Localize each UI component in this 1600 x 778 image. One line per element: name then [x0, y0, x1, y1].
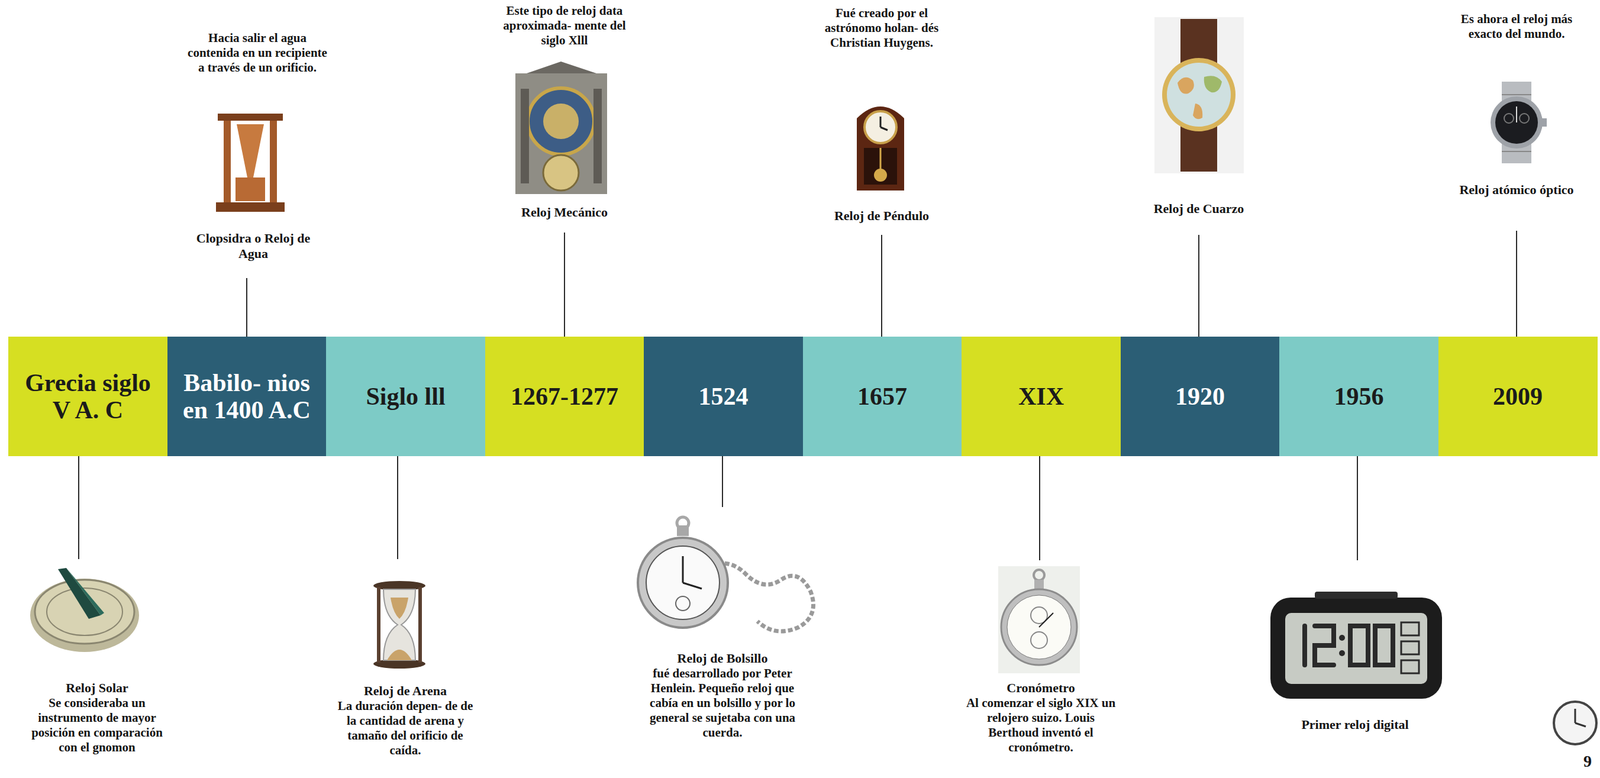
clock-name: Reloj Solar: [23, 680, 172, 696]
clock-name: Cronómetro: [963, 680, 1118, 696]
clock-name: Clopsidra o Reloj de Agua: [182, 230, 325, 262]
period-label: Siglo lll: [365, 382, 445, 411]
page-number: 9: [1556, 752, 1592, 771]
clock-description: Hacia salir el agua contenida en un reci…: [186, 30, 329, 76]
leader-lines: [78, 230, 1517, 561]
period-label: 1657: [857, 382, 908, 411]
clock-description: Al comenzar el siglo XIX un relojero sui…: [963, 695, 1118, 756]
quartz-watch-picture: [1154, 17, 1244, 174]
period-band: XIX: [961, 336, 1121, 457]
period-label: 1956: [1334, 382, 1385, 411]
period-label: 1920: [1175, 382, 1225, 411]
period-band: 1920: [1120, 336, 1280, 457]
clock-name: Primer reloj digital: [1260, 717, 1450, 733]
mechanical-clock-picture: [515, 61, 608, 195]
clock-name: Reloj de Cuarzo: [1118, 201, 1279, 217]
chronometer-picture: [998, 566, 1080, 674]
period-band: 1956: [1279, 336, 1439, 457]
clock-name: Reloj de Péndulo: [801, 208, 962, 224]
clock-description: Fué creado por el astrónomo holan- dés C…: [810, 5, 953, 51]
period-band: 1657: [802, 336, 963, 457]
period-band: Babilo- nios en 1400 A.C: [167, 336, 327, 457]
clock-name: Reloj de Bolsillo: [642, 650, 803, 667]
period-label: Babilo- nios en 1400 A.C: [174, 369, 320, 424]
clock-description: fué desarrollado por Peter Henlein. Pequ…: [648, 666, 797, 741]
period-band: Grecia siglo V A. C: [8, 336, 168, 457]
period-label: Grecia siglo V A. C: [15, 369, 161, 424]
period-label: 1524: [698, 382, 749, 411]
sundial-picture: [30, 568, 140, 653]
clock-icon: [1553, 701, 1597, 745]
clock-description: Se consideraba un instrumento de mayor p…: [23, 695, 172, 756]
clock-description: Es ahora el reloj más exacto del mundo.: [1445, 11, 1588, 42]
pocket-watch-picture: [637, 517, 814, 632]
water-clock-picture: [215, 113, 285, 212]
pendulum-clock-picture: [856, 106, 905, 191]
atomic-watch-picture: [1490, 81, 1547, 164]
clock-name: Reloj Mecánico: [487, 204, 642, 221]
clock-name: Reloj atómico óptico: [1445, 182, 1588, 198]
period-band: Siglo lll: [326, 336, 486, 457]
clock-name: Reloj de Arena: [331, 683, 480, 699]
digital-clock-picture: [1270, 591, 1443, 699]
period-label: 2009: [1492, 382, 1543, 411]
period-label: 1267-1277: [510, 382, 619, 411]
clock-description: Este tipo de reloj data aproximada- ment…: [490, 3, 639, 48]
hourglass-picture: [373, 581, 426, 669]
period-band: 1267-1277: [485, 336, 645, 457]
period-label: XIX: [1018, 382, 1064, 411]
period-band: 1524: [643, 336, 803, 457]
clock-description: La duración depen- de de la cantidad de …: [331, 698, 480, 758]
period-band: 2009: [1438, 336, 1598, 457]
